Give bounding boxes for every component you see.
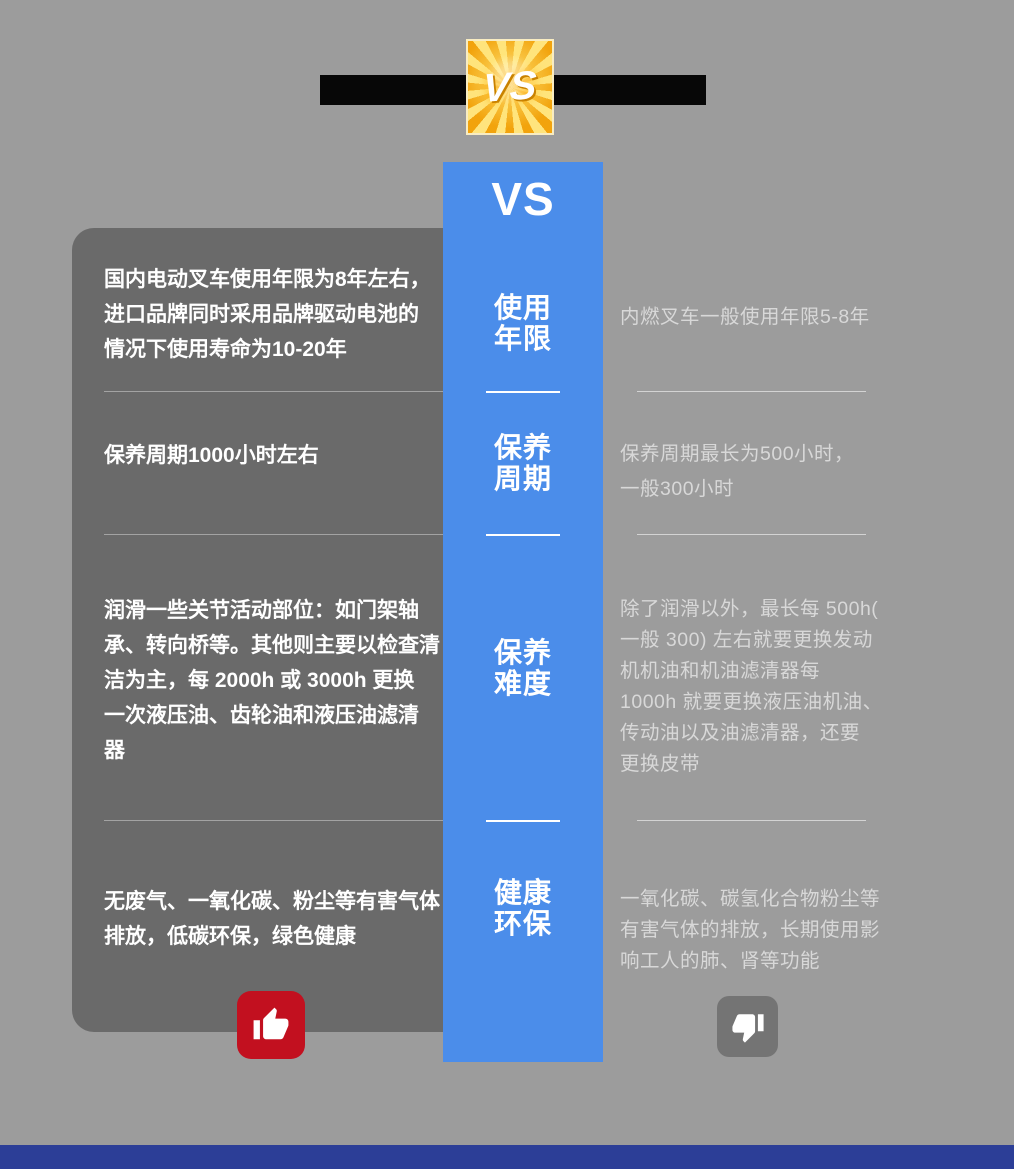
right-divider [637, 391, 866, 392]
left-divider [104, 820, 443, 821]
center-divider [486, 820, 560, 822]
left-divider [104, 391, 443, 392]
thumbs-down-badge [717, 996, 778, 1057]
left-item-maintenance-cycle: 保养周期1000小时左右 [104, 444, 319, 467]
category-maintenance-cycle: 保养 周期 [493, 432, 552, 494]
right-item-maintenance-cycle: 保养周期最长为500小时， 一般300小时 [620, 443, 855, 500]
vs-header: VS [491, 173, 555, 225]
category-maintenance-difficulty: 保养 难度 [493, 637, 552, 699]
category-health: 健康 环保 [493, 877, 552, 939]
center-column: VS 使用 年限 保养 周期 保养 难度 健康 环保 [443, 162, 603, 1062]
left-item-health: 无废气、一氧化碳、粉尘等有害气体 排放，低碳环保，绿色健康 [104, 890, 440, 948]
left-item-lifespan: 国内电动叉车使用年限为8年左右， 进口品牌同时采用品牌驱动电池的 情况下使用寿命… [104, 268, 431, 361]
right-item-health: 一氧化碳、碳氢化合物粉尘等 有害气体的排放，长期使用影 响工人的肺、肾等功能 [620, 888, 881, 972]
thumbs-up-icon [253, 1007, 289, 1040]
left-divider [104, 534, 443, 535]
thumbs-down-icon [731, 1013, 764, 1043]
right-divider [637, 820, 866, 821]
center-divider [486, 391, 560, 393]
right-item-lifespan: 内燃叉车一般使用年限5-8年 [620, 306, 870, 328]
vs-badge-label: VS [482, 62, 538, 111]
right-divider [637, 534, 866, 535]
left-item-maintenance-difficulty: 润滑一些关节活动部位：如门架轴 承、转向桥等。其他则主要以检查清 洁为主，每 2… [104, 599, 440, 762]
category-lifespan: 使用 年限 [493, 292, 552, 354]
vs-badge: VS [466, 39, 554, 135]
left-panel: 国内电动叉车使用年限为8年左右， 进口品牌同时采用品牌驱动电池的 情况下使用寿命… [72, 228, 493, 1032]
center-divider [486, 534, 560, 536]
footer-bar [0, 1145, 1014, 1169]
thumbs-up-badge [237, 991, 305, 1059]
right-item-maintenance-difficulty: 除了润滑以外，最长每 500h( 一般 300) 左右就要更换发动 机机油和机油… [620, 598, 883, 775]
